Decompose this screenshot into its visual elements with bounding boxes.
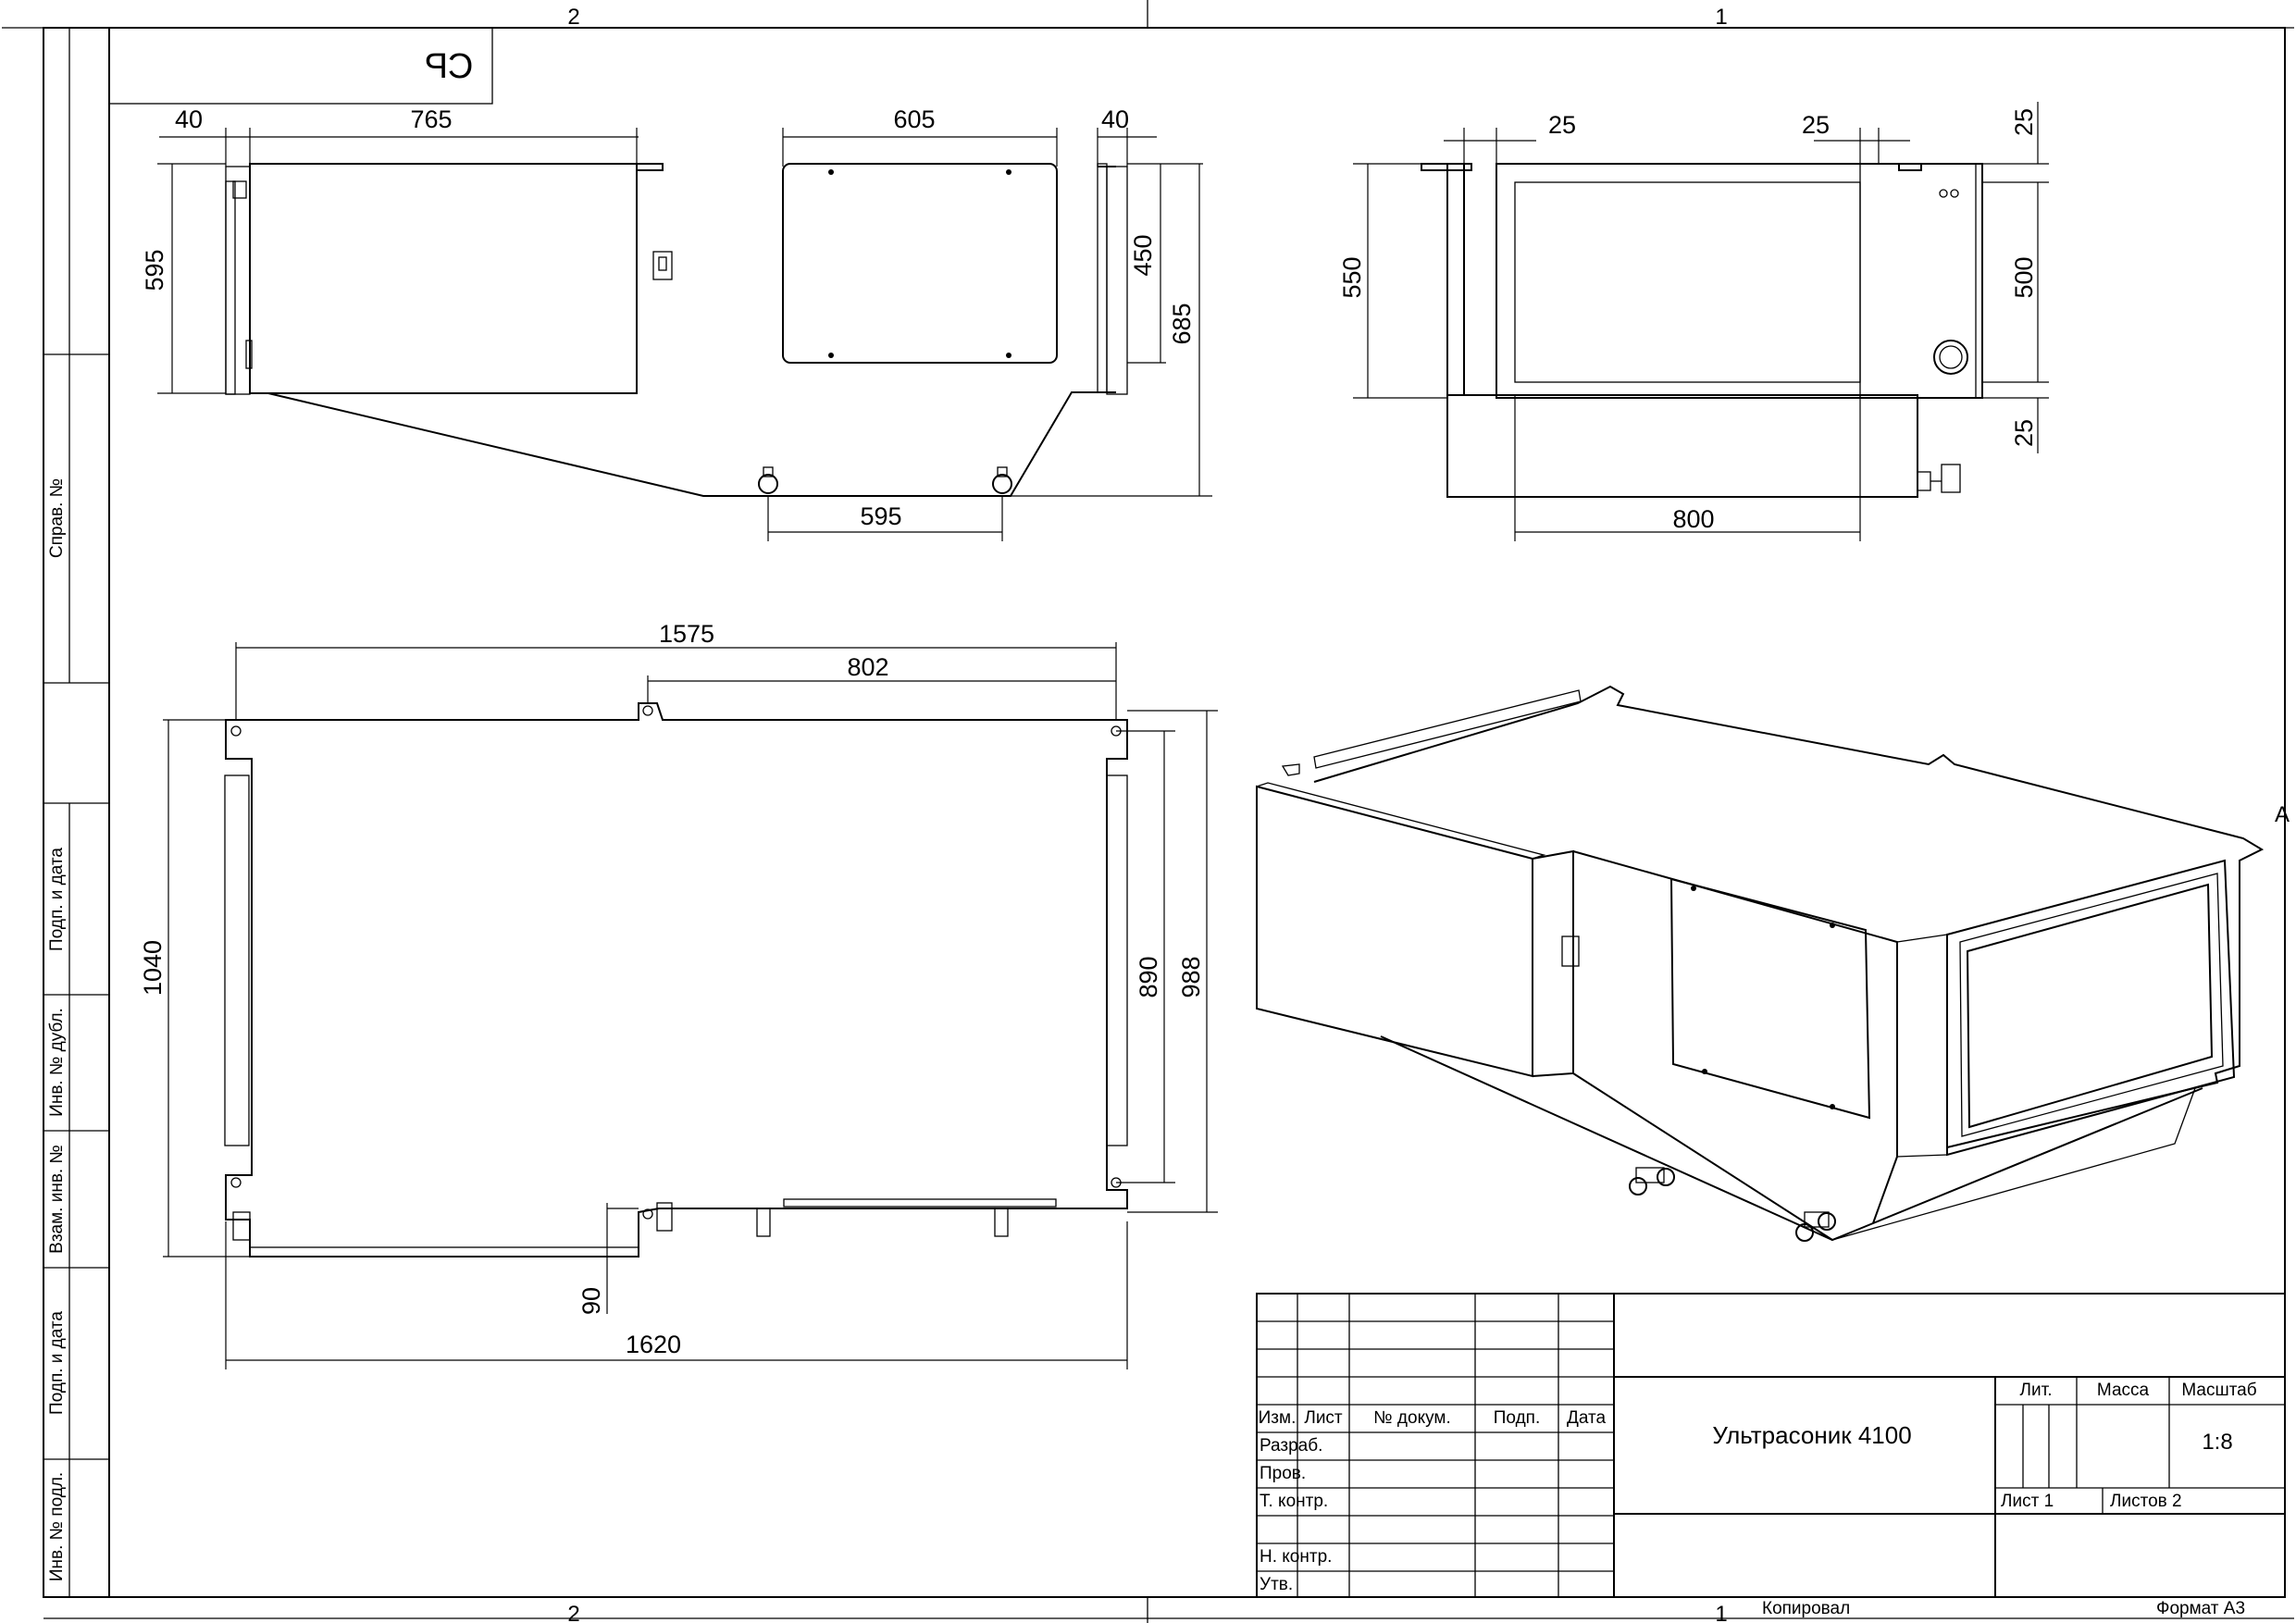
front-view xyxy=(1421,163,1983,541)
sheet-number: Лист 1 xyxy=(2001,1492,2054,1511)
side-label-podp-data-2: Подп. и дата xyxy=(47,1311,67,1415)
title-block xyxy=(1256,1293,2286,1598)
row-n-kontr: Н. контр. xyxy=(1260,1547,1332,1567)
zone-top-right: 1 xyxy=(1715,5,1727,30)
dim-1040: 1040 xyxy=(139,940,167,996)
dim-25-top: 25 xyxy=(2010,108,2038,136)
dim-765: 765 xyxy=(410,105,452,133)
header-podp: Подп. xyxy=(1494,1408,1540,1428)
dim-500: 500 xyxy=(2010,256,2038,298)
dim-1620: 1620 xyxy=(626,1331,681,1358)
top-view xyxy=(224,702,1128,1258)
side-label-podp-data-1: Подп. и дата xyxy=(47,848,67,951)
side-label-sprav: Справ. № xyxy=(47,478,67,558)
dim-40-left: 40 xyxy=(175,105,203,133)
dim-595-height: 595 xyxy=(141,249,168,291)
side-label-vzam-inv: Взам. инв. № xyxy=(47,1145,67,1254)
header-data: Дата xyxy=(1567,1408,1607,1428)
masshtab-label: Масштаб xyxy=(2181,1381,2256,1400)
dim-595-bottom: 595 xyxy=(860,502,901,530)
row-razrab: Разраб. xyxy=(1260,1436,1322,1456)
side-label-inv-podl: Инв. № подл. xyxy=(47,1472,67,1581)
zone-right: A xyxy=(2275,802,2290,827)
top-view-dimensions xyxy=(163,642,1218,1369)
dim-802: 802 xyxy=(847,653,888,681)
dim-1575: 1575 xyxy=(659,620,714,648)
front-view-dimensions xyxy=(1353,102,2049,533)
zone-top-left: 2 xyxy=(567,5,579,30)
dim-988: 988 xyxy=(1177,956,1205,997)
dim-25-left: 25 xyxy=(1548,111,1576,139)
side-label-inv-dubl: Инв. № дубл. xyxy=(47,1008,67,1117)
mirrored-stamp: СР xyxy=(425,47,474,86)
dim-40-right: 40 xyxy=(1101,105,1129,133)
scale-value: 1:8 xyxy=(2202,1430,2232,1455)
zone-bottom-right: 1 xyxy=(1715,1602,1727,1623)
dim-90: 90 xyxy=(577,1287,605,1315)
dim-25-bottom: 25 xyxy=(2010,419,2038,447)
massa-label: Масса xyxy=(2097,1381,2150,1400)
product-title: Ультрасоник 4100 xyxy=(1712,1421,1911,1449)
dim-25-right: 25 xyxy=(1802,111,1830,139)
format-label: Формат А3 xyxy=(2156,1599,2245,1618)
header-izm: Изм. xyxy=(1259,1408,1297,1428)
side-view xyxy=(225,163,1128,497)
side-view-dimensions xyxy=(157,128,1212,541)
lit-label: Лит. xyxy=(2020,1381,2053,1400)
copied-label: Копировал xyxy=(1762,1599,1850,1618)
row-utv: Утв. xyxy=(1260,1575,1293,1594)
dim-890: 890 xyxy=(1135,956,1162,997)
dim-605: 605 xyxy=(893,105,935,133)
row-prov: Пров. xyxy=(1260,1464,1306,1483)
dim-800: 800 xyxy=(1672,505,1714,533)
header-nom-dokum: № докум. xyxy=(1373,1408,1450,1428)
sheets-total: Листов 2 xyxy=(2110,1492,2182,1511)
header-list: Лист xyxy=(1304,1408,1343,1428)
dim-450: 450 xyxy=(1129,234,1157,276)
isometric-view xyxy=(1256,685,2265,1242)
dim-550: 550 xyxy=(1338,256,1366,298)
zone-bottom-left: 2 xyxy=(567,1602,579,1623)
dim-685: 685 xyxy=(1168,303,1196,344)
row-t-kontr: Т. контр. xyxy=(1260,1492,1328,1511)
